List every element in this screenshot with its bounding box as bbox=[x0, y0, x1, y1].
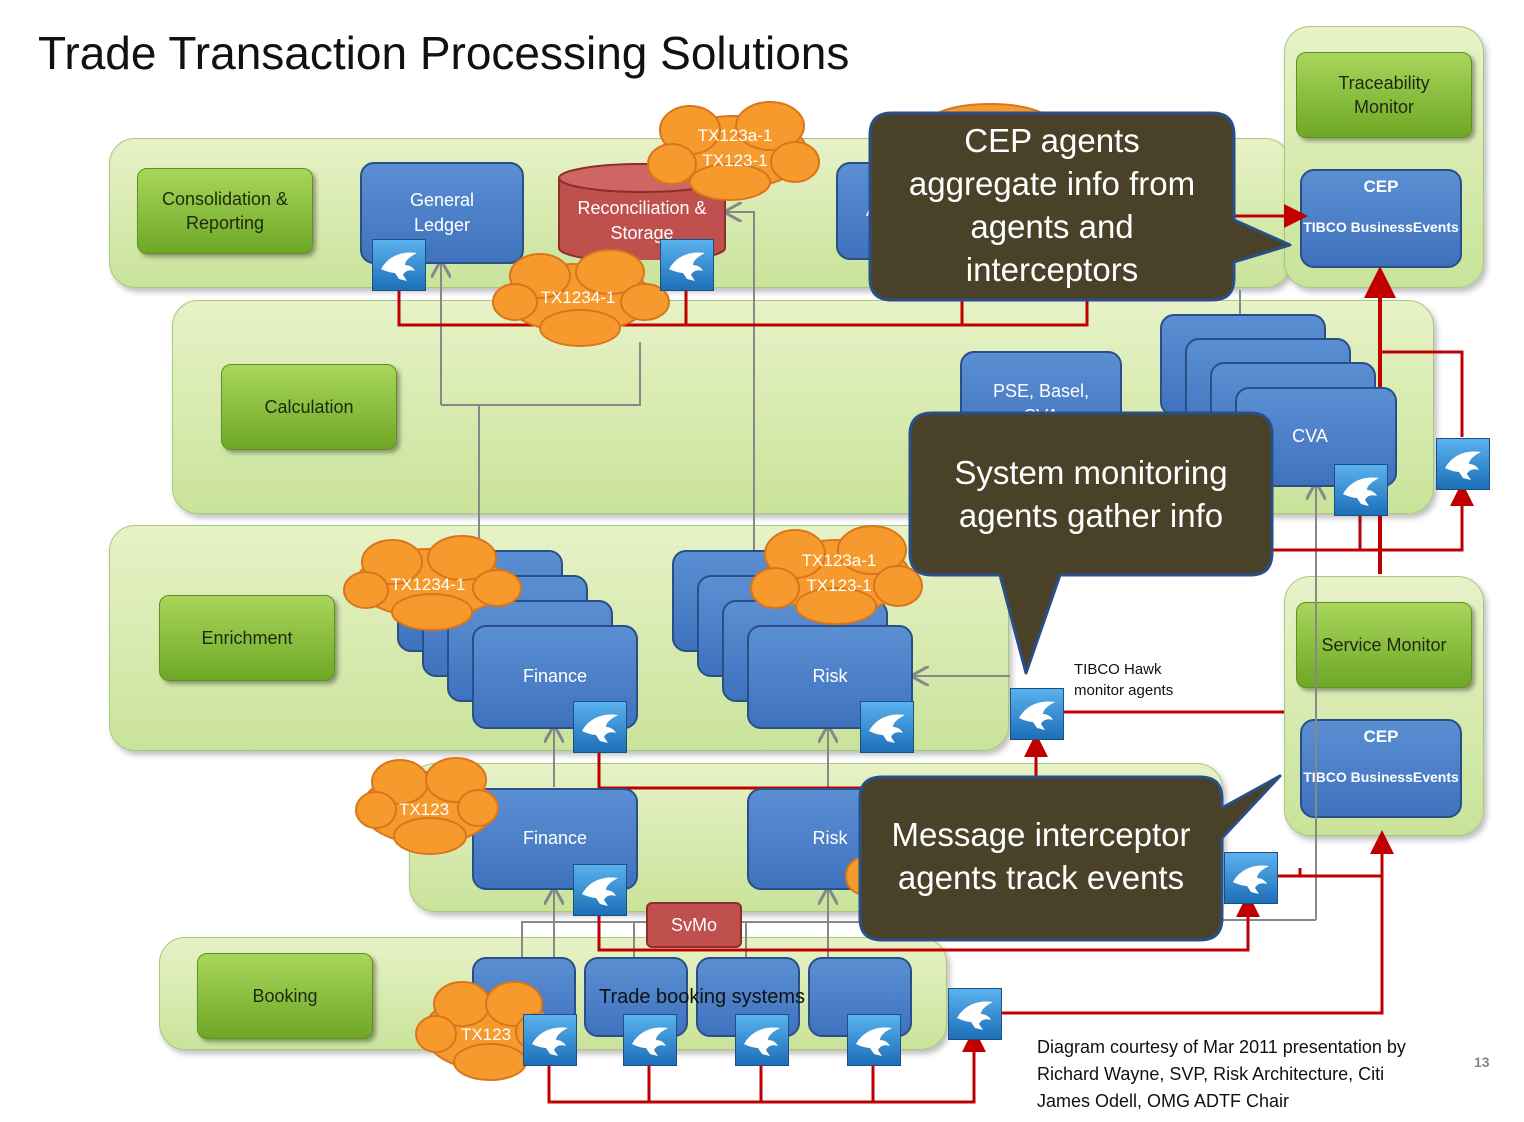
cep-callout bbox=[868, 111, 1292, 302]
cloud-tx123-interceptor bbox=[355, 757, 499, 855]
trade-booking-systems-label: Trade booking systems bbox=[599, 986, 806, 1008]
hawk-agent-icon bbox=[735, 1014, 789, 1066]
cep-callout-text: CEP agents aggregate info from agents an… bbox=[908, 122, 1196, 288]
hawk-agent-icon bbox=[623, 1014, 677, 1066]
traceability-monitor-label: Traceability Monitor bbox=[1296, 52, 1472, 138]
cloud-tx1234-top bbox=[492, 249, 670, 347]
hawk-agent-icon bbox=[573, 864, 627, 916]
hawk-agent-icon bbox=[372, 239, 426, 291]
hawk-agent-icon bbox=[573, 701, 627, 753]
red-agent-lines bbox=[397, 204, 1474, 1104]
booking-label: Booking bbox=[197, 953, 373, 1039]
hawk-agent-icon bbox=[1436, 438, 1490, 490]
cloud-tx123a-enrichment bbox=[750, 525, 923, 625]
hawk-agent-icon bbox=[523, 1014, 577, 1066]
svmo-box: SvMo bbox=[646, 902, 742, 948]
hawk-agent-icon bbox=[1334, 464, 1388, 516]
hawk-monitor-agents-label: TIBCO Hawk monitor agents bbox=[1074, 661, 1174, 699]
cloud-tx123-booking-text: TX123 bbox=[460, 1025, 512, 1044]
cloud-tx123a-top bbox=[647, 101, 820, 201]
page-title: Trade Transaction Processing Solutions bbox=[38, 27, 850, 79]
hawk-agent-icon bbox=[660, 239, 714, 291]
hawk-agent-icon bbox=[1010, 688, 1064, 740]
diagram-credit: Diagram courtesy of Mar 2011 presentatio… bbox=[1037, 1037, 1406, 1111]
gray-flow-lines bbox=[441, 212, 1316, 957]
consolidation-reporting-label: Consolidation & Reporting bbox=[137, 168, 313, 254]
hawk-agent-icon bbox=[860, 701, 914, 753]
hawk-agent-icon bbox=[847, 1014, 901, 1066]
cloud-tx1234-enrichment-text: TX1234-1 bbox=[390, 575, 466, 594]
hawk-agent-icon bbox=[1224, 852, 1278, 904]
reconciliation-storage-label: Reconciliation & Storage bbox=[577, 198, 707, 244]
enrichment-label: Enrichment bbox=[159, 595, 335, 681]
finance-interceptor-box: Finance bbox=[472, 788, 638, 890]
hawk-agent-icon bbox=[948, 988, 1002, 1040]
cloud-tx1234-enrichment bbox=[343, 535, 522, 631]
cloud-tx1234-top-text: TX1234-1 bbox=[540, 288, 616, 307]
system-monitoring-callout-text: System monitoring agents gather info bbox=[954, 454, 1228, 534]
calculation-label: Calculation bbox=[221, 364, 397, 450]
message-interceptor-callout-text: Message interceptor agents track events bbox=[891, 816, 1191, 896]
system-monitoring-callout bbox=[908, 411, 1274, 675]
service-monitor-label: Service Monitor bbox=[1296, 602, 1472, 688]
page-number: 13 bbox=[1474, 1054, 1490, 1070]
message-interceptor-callout bbox=[858, 774, 1282, 942]
finance-enrichment-box: Finance bbox=[472, 625, 638, 729]
cloud-tx123-interceptor-text: TX123 bbox=[398, 800, 450, 819]
